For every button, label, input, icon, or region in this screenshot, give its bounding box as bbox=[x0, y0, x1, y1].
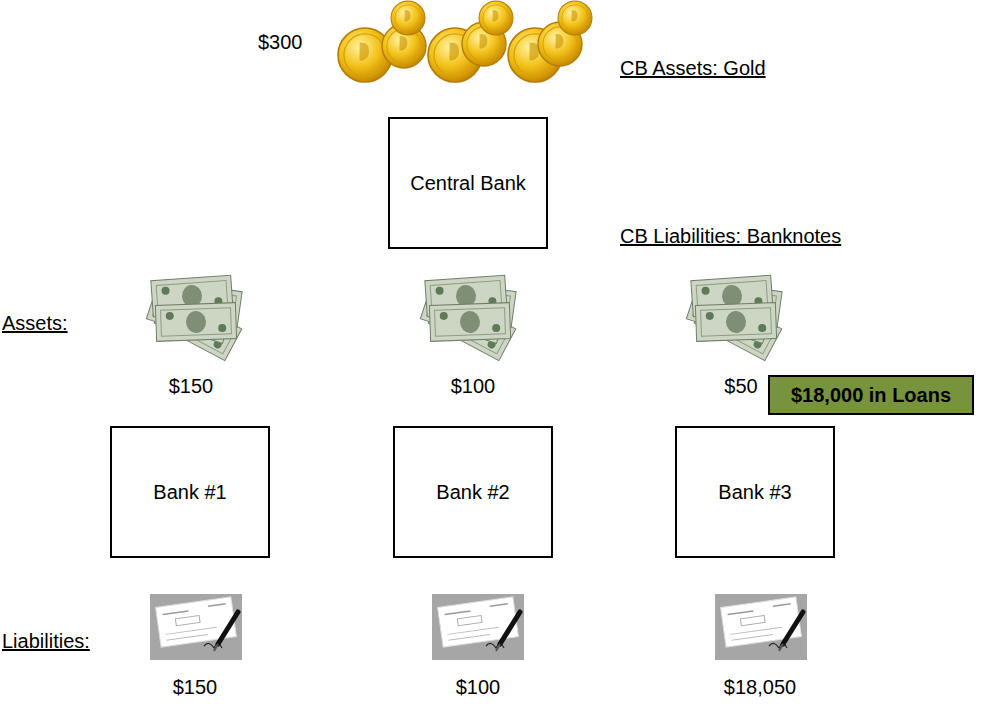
cheque-icon bbox=[150, 594, 242, 660]
coin bbox=[558, 1, 592, 35]
banknote-stack bbox=[146, 275, 242, 360]
amount-label: $150 bbox=[173, 675, 218, 699]
heading-label: CB Liabilities: Banknotes bbox=[620, 224, 841, 248]
row-heading: Assets: bbox=[2, 311, 68, 335]
box-text: $18,000 in Loans bbox=[791, 383, 951, 407]
amount-label: $18,050 bbox=[724, 675, 796, 699]
box-text: Bank #2 bbox=[436, 480, 509, 504]
coin bbox=[479, 1, 513, 35]
coin bbox=[391, 1, 425, 35]
cheque-icon bbox=[715, 594, 807, 660]
amount-label: $100 bbox=[451, 374, 496, 398]
amount-label: $300 bbox=[258, 30, 303, 54]
heading-label: CB Assets: Gold bbox=[620, 56, 766, 80]
central-bank-box: Central Bank bbox=[388, 117, 548, 249]
gold-coins bbox=[338, 1, 592, 82]
bank-box: Bank #3 bbox=[675, 426, 835, 558]
row-heading: Liabilities: bbox=[2, 629, 90, 653]
bank-box: Bank #1 bbox=[110, 426, 270, 558]
loans-box: $18,000 in Loans bbox=[768, 375, 974, 415]
amount-label: $50 bbox=[724, 374, 757, 398]
cheque-icon bbox=[432, 594, 524, 660]
amount-label: $100 bbox=[456, 675, 501, 699]
banknotes bbox=[146, 275, 782, 360]
amount-label: $150 bbox=[169, 374, 214, 398]
bank-box: Bank #2 bbox=[393, 426, 553, 558]
box-text: Bank #1 bbox=[153, 480, 226, 504]
box-text: Bank #3 bbox=[718, 480, 791, 504]
banknote-stack bbox=[686, 275, 782, 360]
box-text: Central Bank bbox=[410, 171, 526, 195]
banknote-stack bbox=[420, 275, 516, 360]
cheques bbox=[150, 594, 807, 660]
